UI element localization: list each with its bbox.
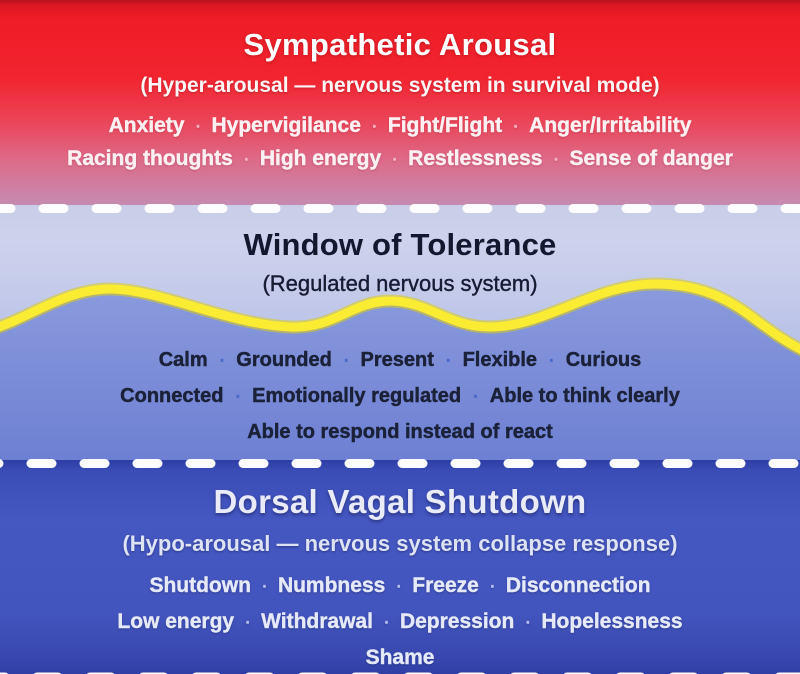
- trait-word: Hopelessness: [541, 610, 683, 633]
- dorsal-title: Dorsal Vagal Shutdown: [213, 483, 587, 520]
- trait-word: Sense of danger: [569, 147, 733, 170]
- separator-dot: ·: [218, 349, 226, 372]
- separator-dot: ·: [552, 147, 560, 171]
- sympathetic-title: Sympathetic Arousal: [243, 27, 557, 62]
- trait-word: Connected: [120, 385, 224, 407]
- regulation-wave-graphic: [0, 277, 800, 460]
- trait-word: Flexible: [462, 349, 538, 371]
- trait-word: Shame: [365, 646, 435, 669]
- trait-word: Racing thoughts: [67, 147, 233, 170]
- trait-word: Emotionally regulated: [252, 385, 462, 407]
- trait-word: Able to think clearly: [489, 385, 681, 407]
- dorsal-traits-line-2: Low energy · Withdrawal · Depression · Hopeles…: [0, 610, 800, 634]
- separator-dot: ·: [548, 349, 555, 372]
- trait-word: Depression: [399, 610, 515, 633]
- trait-word: Shutdown: [149, 574, 251, 597]
- section-window-of-tolerance: Window of Tolerance (Regulated nervous s…: [0, 205, 800, 460]
- separator-dot: ·: [382, 610, 391, 634]
- trait-word: Curious: [565, 349, 642, 371]
- trait-word: Low energy: [117, 610, 235, 633]
- section-dorsal-vagal-shutdown: Dorsal Vagal Shutdown (Hypo-arousal — ne…: [0, 460, 800, 674]
- trait-word: Able to respond instead of react: [247, 421, 553, 443]
- trait-word: Anxiety: [108, 114, 185, 137]
- dorsal-traits-line-3: Shame: [0, 646, 800, 670]
- trait-word: Calm: [158, 349, 208, 371]
- separator-dot: ·: [512, 114, 520, 138]
- trait-word: Numbness: [277, 574, 386, 597]
- trait-word: Restlessness: [408, 147, 543, 170]
- separator-dot: ·: [444, 349, 452, 372]
- section-sympathetic-arousal: Sympathetic Arousal (Hyper-arousal — ner…: [0, 0, 800, 205]
- trait-word: Fight/Flight: [387, 114, 503, 137]
- trait-word: Freeze: [412, 574, 479, 597]
- sympathetic-subtitle: (Hyper-arousal — nervous system in survi…: [140, 74, 660, 97]
- window-title: Window of Tolerance: [243, 227, 557, 262]
- trait-word: Hypervigilance: [211, 114, 361, 137]
- window-traits-line-3: Able to respond instead of react: [0, 421, 800, 444]
- trait-word: Disconnection: [505, 574, 651, 597]
- dorsal-subtitle: (Hypo-arousal — nervous system collapse …: [122, 531, 678, 556]
- sympathetic-traits-line-2: Racing thoughts · High energy · Restlessness…: [0, 147, 800, 171]
- separator-dot: ·: [391, 147, 399, 171]
- separator-dot: ·: [370, 114, 379, 138]
- separator-dot: ·: [488, 574, 497, 598]
- below-wave-fill: [0, 284, 800, 460]
- separator-dot: ·: [194, 114, 202, 138]
- wave-line: [0, 279, 800, 355]
- window-traits-line-2: Connected · Emotionally regulated · Able to …: [0, 385, 800, 408]
- separator-dot: ·: [242, 147, 251, 171]
- separator-dot: ·: [234, 385, 242, 408]
- trait-word: Grounded: [236, 349, 332, 371]
- sympathetic-traits-line-1: Anxiety · Hypervigilance · Fight/Flight · Ange…: [0, 114, 800, 138]
- trait-word: Present: [360, 349, 434, 371]
- window-subtitle: (Regulated nervous system): [262, 271, 538, 296]
- separator-dot: ·: [260, 574, 269, 598]
- trait-word: Anger/Irritability: [529, 114, 692, 137]
- separator-dot: ·: [342, 349, 350, 372]
- separator-dot: ·: [244, 610, 252, 634]
- window-content: Window of Tolerance (Regulated nervous s…: [0, 205, 800, 297]
- separator-dot: ·: [524, 610, 532, 634]
- window-trait-block: Calm · Grounded · Present · Flexible · Curious C…: [0, 349, 800, 444]
- dorsal-traits-line-1: Shutdown · Numbness · Freeze · Disconnection: [0, 574, 800, 598]
- separator-dot: ·: [395, 574, 403, 598]
- trait-word: High energy: [259, 147, 382, 170]
- separator-dot: ·: [472, 385, 479, 408]
- trait-word: Withdrawal: [261, 610, 373, 633]
- window-traits-line-1: Calm · Grounded · Present · Flexible · Curious: [0, 349, 800, 372]
